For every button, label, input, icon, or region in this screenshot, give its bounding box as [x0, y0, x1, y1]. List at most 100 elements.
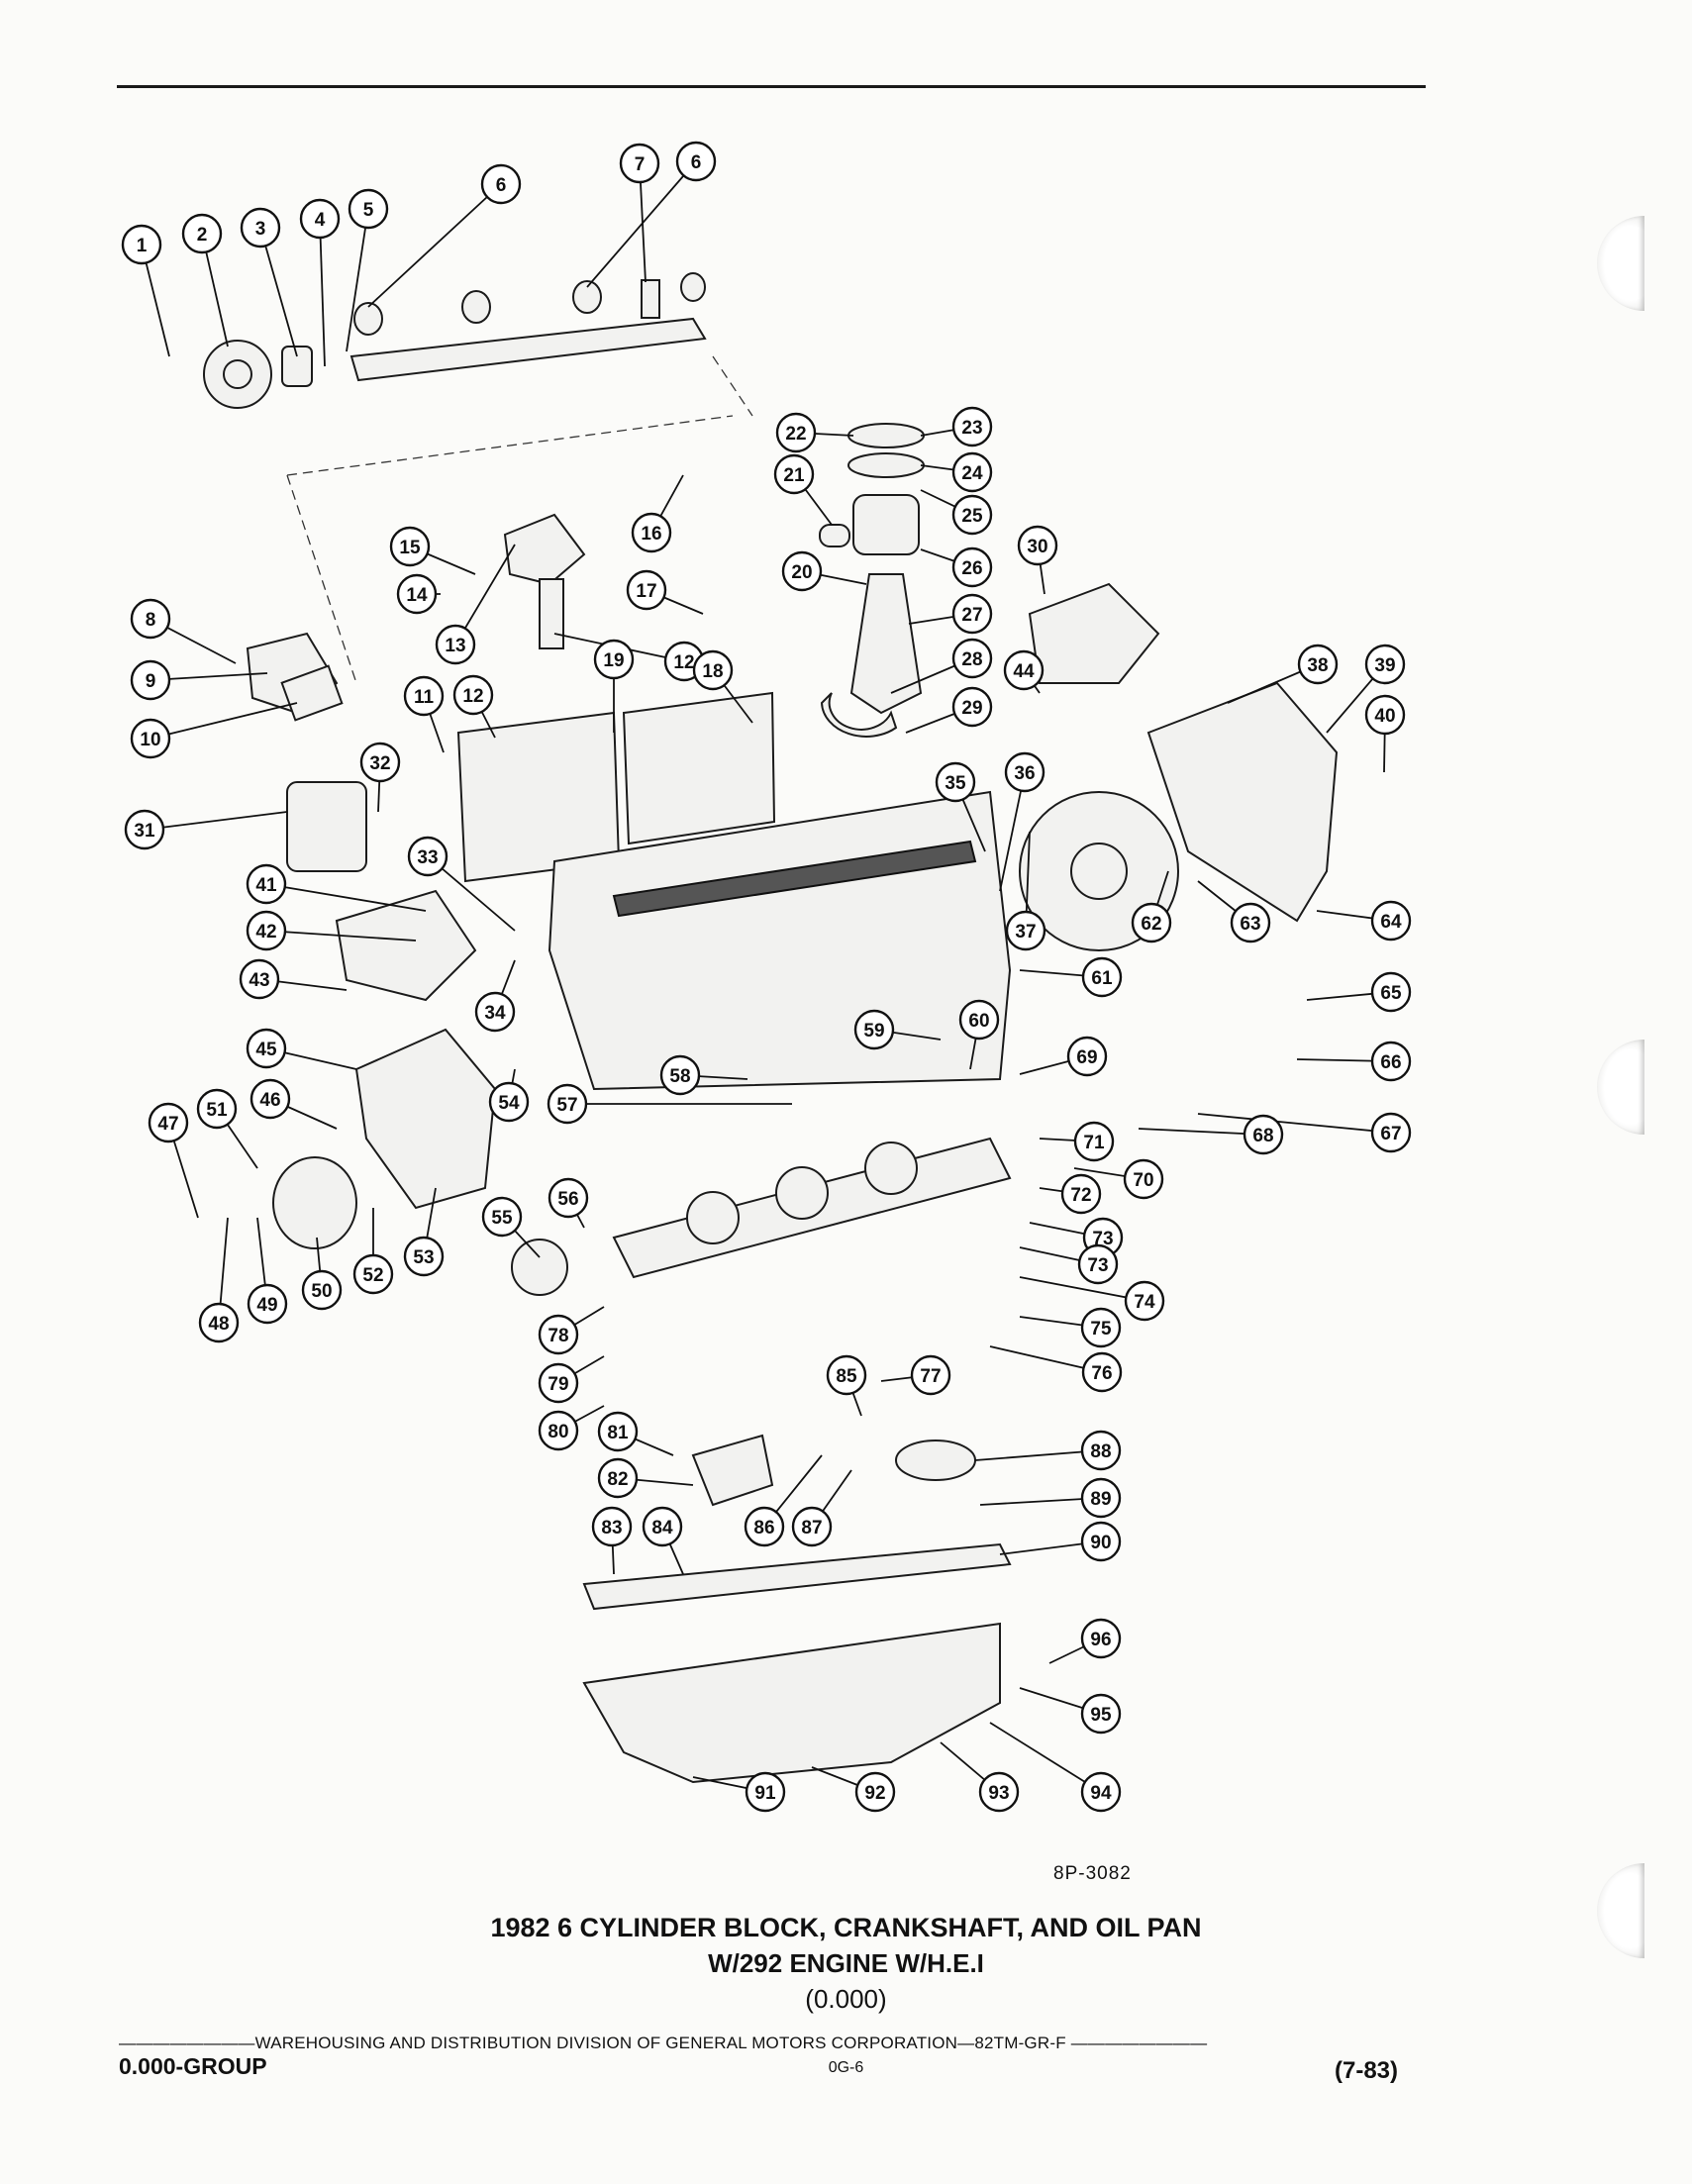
- part-callout-93: 93: [978, 1771, 1020, 1813]
- callout-circle: [773, 453, 815, 495]
- callout-circle: [301, 1269, 343, 1311]
- callout-circle: [631, 512, 672, 553]
- callout-number: 65: [1380, 983, 1402, 1004]
- part-callout-87: 87: [791, 1506, 833, 1547]
- top-rule: [117, 85, 1426, 88]
- thrust-plate: [281, 346, 313, 387]
- part-callout-63: 63: [1230, 902, 1271, 943]
- callout-number: 42: [255, 922, 276, 943]
- callout-circle: [1080, 1477, 1122, 1519]
- callout-number: 60: [968, 1011, 989, 1032]
- callout-number: 44: [1013, 661, 1035, 682]
- crank-throw: [686, 1191, 740, 1244]
- piston: [852, 494, 920, 555]
- part-callout-72: 72: [1060, 1173, 1102, 1215]
- part-callout-19: 19: [593, 639, 635, 680]
- part-callout-76: 76: [1081, 1351, 1123, 1393]
- part-callout-45: 45: [246, 1028, 287, 1069]
- part-callout-4: 4: [299, 198, 341, 240]
- callout-circle: [935, 761, 976, 803]
- oil-pan-gasket: [582, 1542, 1012, 1611]
- part-callout-43: 43: [239, 958, 280, 1000]
- callout-number: 79: [547, 1374, 568, 1395]
- leader-line: [265, 930, 417, 942]
- callout-number: 66: [1380, 1052, 1401, 1073]
- part-callout-30: 30: [1017, 525, 1058, 566]
- callout-number: 39: [1374, 655, 1395, 676]
- callout-circle: [854, 1771, 896, 1813]
- callout-number: 67: [1380, 1124, 1401, 1144]
- camshaft: [349, 317, 707, 382]
- callout-circle: [853, 1009, 895, 1050]
- callout-circle: [1003, 649, 1045, 691]
- part-callout-90: 90: [1080, 1521, 1122, 1562]
- callout-circle: [538, 1314, 579, 1355]
- callout-circle: [359, 742, 401, 783]
- callout-number: 37: [1015, 922, 1036, 943]
- callout-circle: [1060, 1173, 1102, 1215]
- part-callout-36: 36: [1004, 751, 1045, 793]
- callout-number: 77: [920, 1366, 941, 1387]
- callout-number: 24: [961, 463, 983, 484]
- part-callout-88: 88: [1080, 1430, 1122, 1471]
- part-callout-95: 95: [1080, 1693, 1122, 1735]
- distributor-shaft: [539, 578, 564, 649]
- callout-circle: [626, 569, 667, 611]
- part-callout-94: 94: [1080, 1771, 1122, 1813]
- callout-circle: [488, 1081, 530, 1123]
- callout-number: 17: [636, 581, 656, 602]
- callout-number: 12: [673, 652, 694, 673]
- part-callout-58: 58: [659, 1054, 701, 1096]
- callout-number: 73: [1092, 1229, 1113, 1249]
- callout-circle: [619, 143, 660, 184]
- part-callout-11: 11: [403, 675, 445, 717]
- crankshaft-gear: [511, 1239, 568, 1296]
- piston-pin: [819, 524, 850, 547]
- callout-circle: [1370, 900, 1412, 942]
- callout-number: 22: [785, 424, 806, 445]
- callout-number: 95: [1090, 1705, 1112, 1726]
- callout-number: 47: [157, 1114, 178, 1135]
- callout-number: 16: [641, 524, 661, 545]
- part-callout-85: 85: [826, 1354, 867, 1396]
- callout-number: 69: [1076, 1047, 1097, 1068]
- callout-circle: [951, 546, 993, 588]
- callout-number: 25: [961, 506, 983, 527]
- callout-circle: [396, 573, 438, 615]
- cam-bearing: [353, 302, 383, 336]
- part-callout-1: 1: [121, 224, 162, 265]
- callout-circle: [1017, 525, 1058, 566]
- part-callout-60: 60: [958, 999, 1000, 1041]
- callout-circle: [1080, 1430, 1122, 1471]
- callout-circle: [124, 809, 165, 850]
- callout-circle: [148, 1102, 189, 1143]
- footer-group: 0.000-GROUP: [119, 2053, 267, 2079]
- leader-line: [346, 208, 369, 352]
- callout-number: 71: [1083, 1133, 1105, 1153]
- callout-circle: [1364, 644, 1406, 685]
- callout-circle: [826, 1354, 867, 1396]
- callout-number: 43: [249, 970, 269, 991]
- oil-pan: [582, 1622, 1001, 1784]
- callout-circle: [951, 593, 993, 635]
- callout-circle: [745, 1771, 786, 1813]
- callout-circle: [181, 213, 223, 254]
- callout-circle: [547, 1177, 589, 1219]
- callout-number: 40: [1374, 706, 1395, 727]
- callout-number: 10: [140, 730, 160, 750]
- callout-number: 48: [208, 1314, 229, 1335]
- callout-circle: [435, 624, 476, 665]
- callout-circle: [246, 910, 287, 951]
- callout-circle: [951, 638, 993, 679]
- part-callout-80: 80: [538, 1410, 579, 1451]
- callout-number: 49: [256, 1295, 277, 1316]
- part-callout-51: 51: [196, 1088, 238, 1130]
- callout-number: 89: [1090, 1489, 1111, 1510]
- part-callout-66: 66: [1370, 1041, 1412, 1082]
- callout-circle: [1080, 1771, 1122, 1813]
- callout-number: 73: [1087, 1255, 1108, 1276]
- crank-throw: [864, 1142, 918, 1195]
- callout-number: 57: [556, 1095, 577, 1116]
- callout-number: 92: [864, 1783, 885, 1804]
